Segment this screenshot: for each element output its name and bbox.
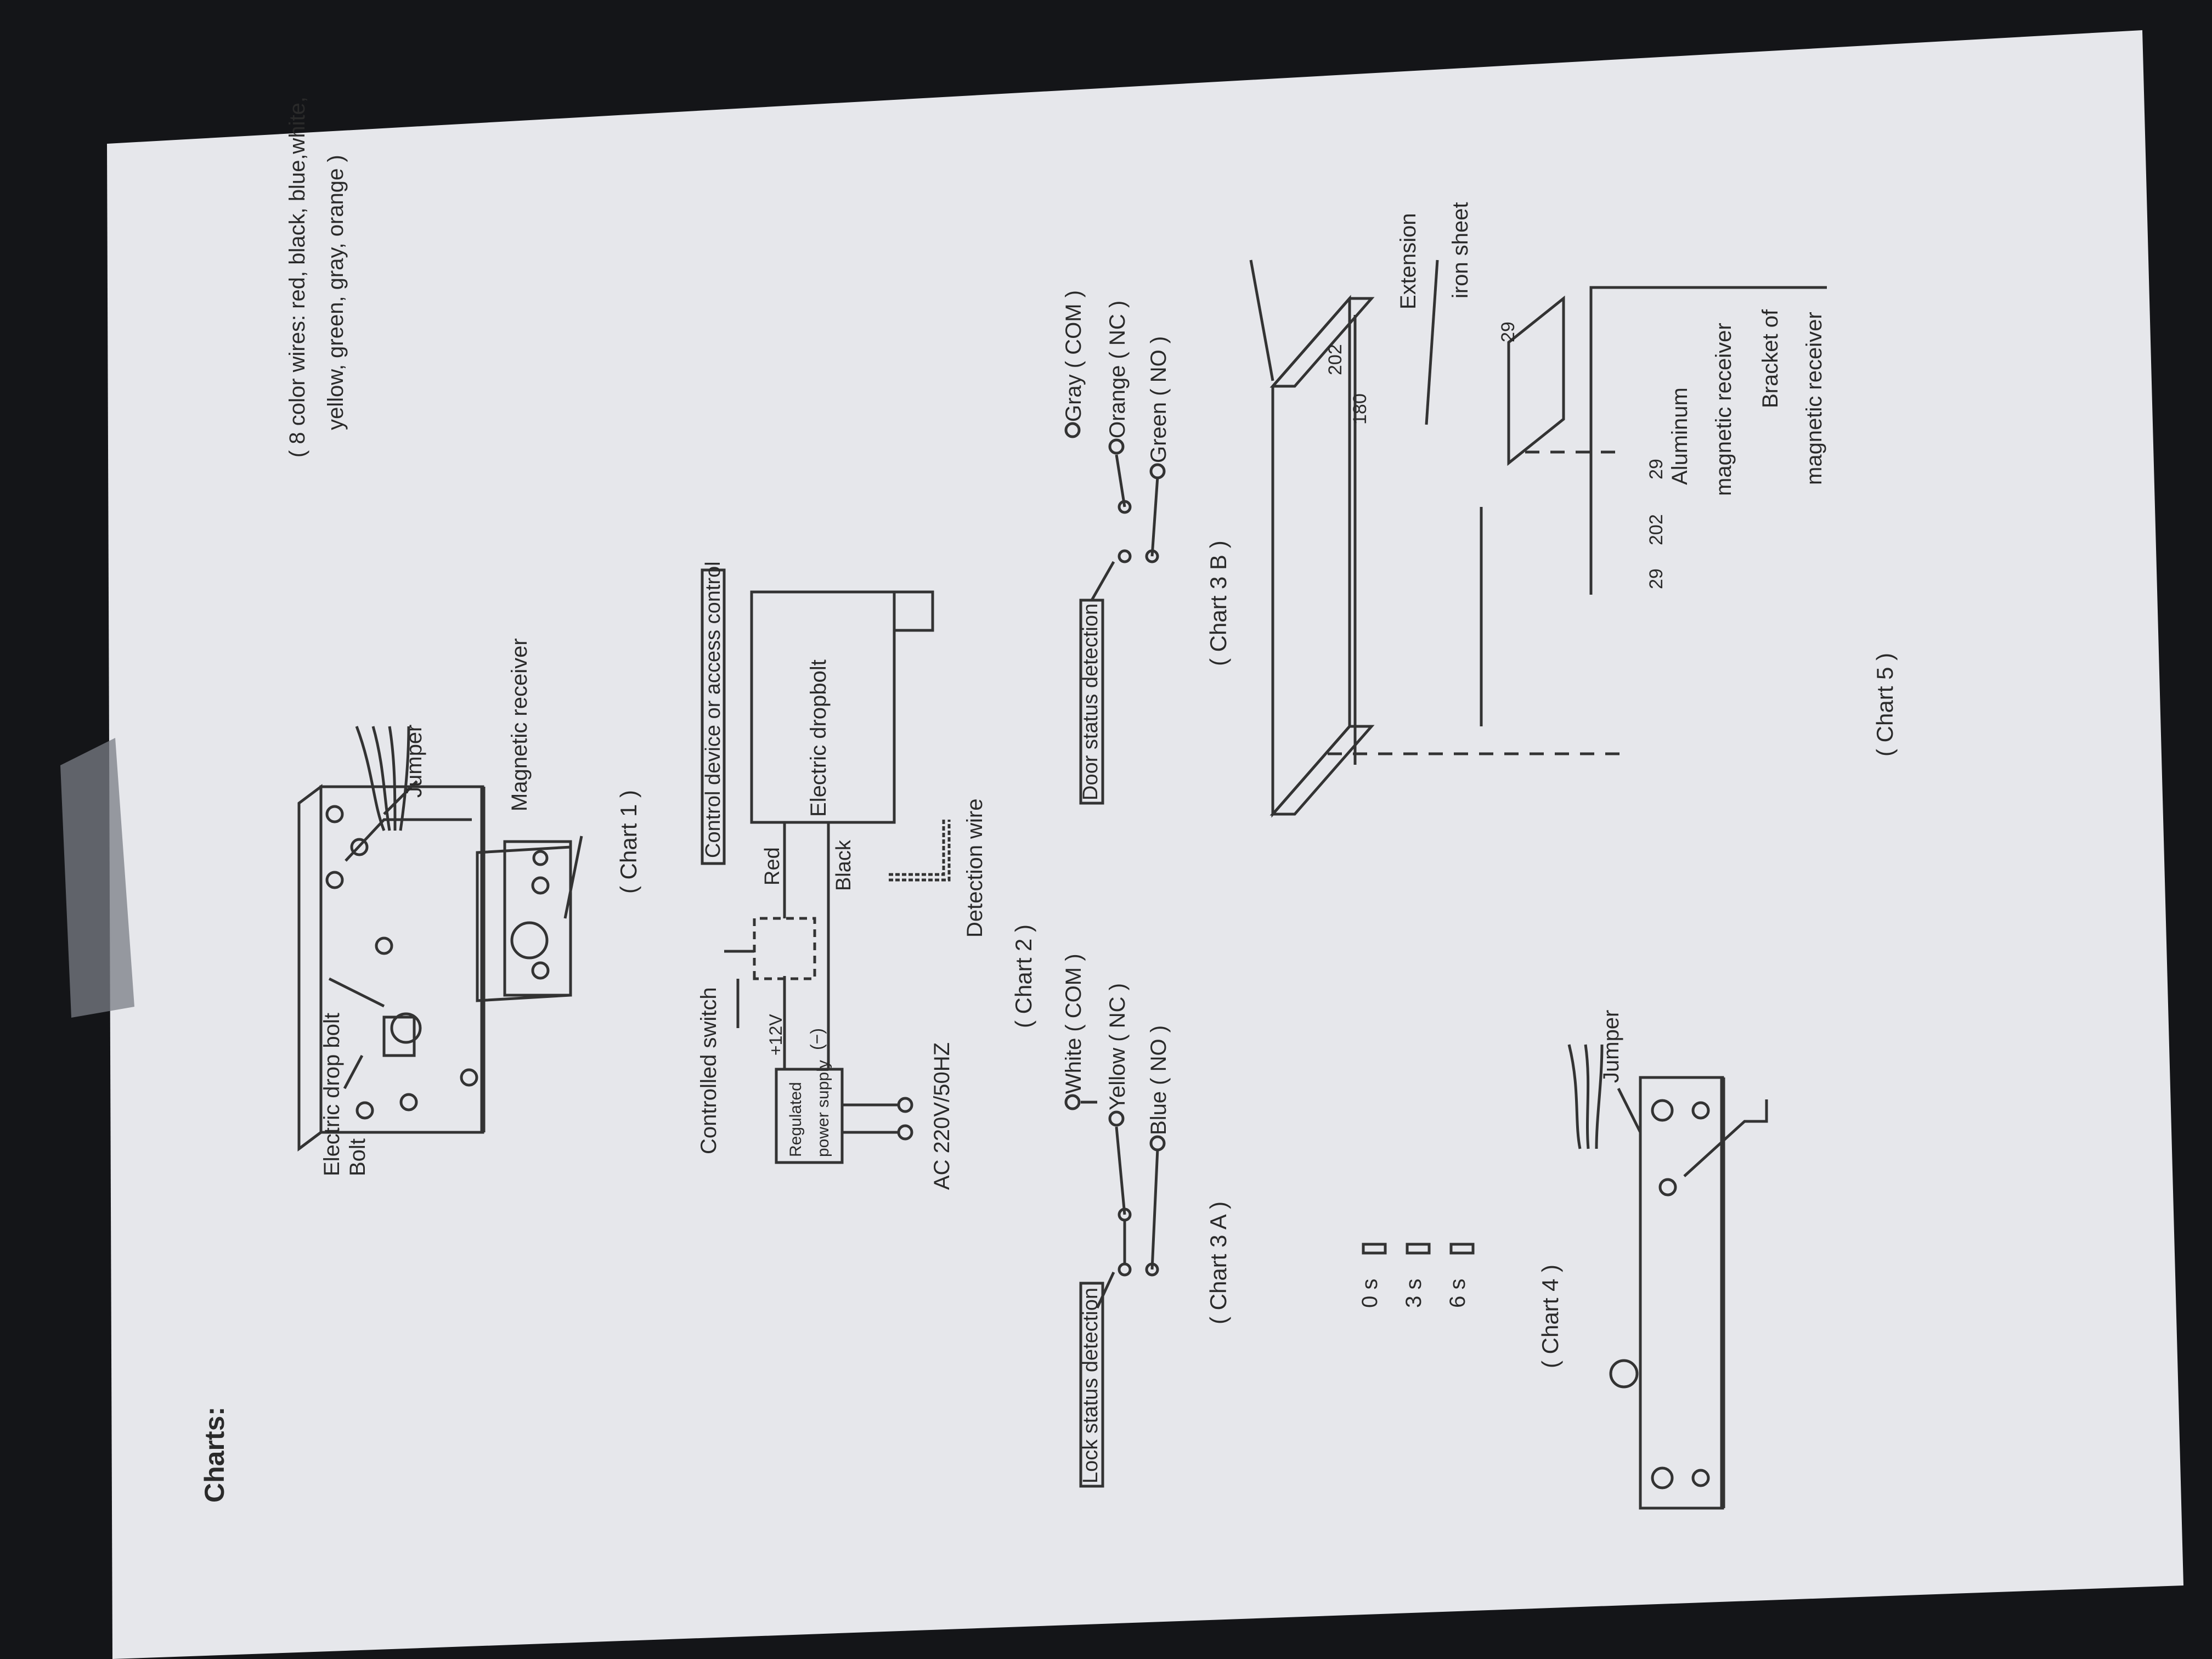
tape bbox=[60, 738, 134, 1018]
label-black: Black bbox=[832, 839, 855, 891]
label-lock-status: Lock status detection bbox=[1079, 1288, 1102, 1483]
power-supply-box bbox=[775, 1068, 844, 1164]
label-yellow-nc: Yellow ( NC ) bbox=[1105, 983, 1130, 1110]
dim-29-c: 29 bbox=[1498, 321, 1519, 342]
label-green-no: Green ( NO ) bbox=[1147, 336, 1171, 463]
label-plus12v: +12V bbox=[766, 1014, 786, 1056]
paper-sheet bbox=[107, 30, 2183, 1659]
caption-chart-3b: ( Chart 3 B ) bbox=[1205, 540, 1231, 666]
label-bracket: Bracket of bbox=[1758, 309, 1782, 408]
label-iron-sheet: iron sheet bbox=[1448, 202, 1472, 298]
label-detection-wire: Detection wire bbox=[963, 799, 987, 938]
rotated-content: Charts: bbox=[199, 97, 1898, 1510]
caption-chart-4: ( Chart 4 ) bbox=[1537, 1265, 1563, 1368]
label-control-device: Control device or access control bbox=[702, 561, 725, 858]
label-electric-dropbolt: Electric dropbolt bbox=[806, 659, 831, 817]
label-red: Red bbox=[761, 847, 784, 885]
label-minus: (−) bbox=[807, 1028, 827, 1050]
label-wires-line2: yellow, green, gray, orange ) bbox=[324, 155, 348, 430]
dim-180: 180 bbox=[1350, 393, 1370, 425]
control-device-box bbox=[701, 568, 726, 865]
caption-chart-5: ( Chart 5 ) bbox=[1872, 653, 1898, 757]
label-magnetic-receiver: Magnetic receiver bbox=[507, 638, 532, 811]
label-gray-com: Gray ( COM ) bbox=[1062, 290, 1086, 422]
label-regulated: Regulated bbox=[787, 1082, 805, 1157]
label-controlled-switch: Controlled switch bbox=[697, 987, 721, 1154]
chart-4: Jumper 0 s 3 s 6 s ( Chart 4 ) bbox=[1358, 1010, 1768, 1510]
chart-1: Electric drop bolt Bolt Jumper Magnetic … bbox=[285, 97, 641, 1176]
label-ac: AC 220V/50HZ bbox=[930, 1042, 954, 1190]
caption-chart-3a: ( Chart 3 A ) bbox=[1205, 1201, 1231, 1324]
chart-2: Controlled switch Control device or acce… bbox=[697, 561, 1036, 1190]
label-jumper-4: Jumper bbox=[1599, 1010, 1623, 1083]
dim-29-a: 29 bbox=[1646, 568, 1667, 589]
chart-5: 180 202 202 29 29 29 Extension iron shee… bbox=[1249, 202, 1898, 818]
label-bracket-receiver: magnetic receiver bbox=[1802, 312, 1826, 485]
label-0s: 0 s bbox=[1358, 1279, 1382, 1308]
label-power-supply: power supply bbox=[814, 1060, 832, 1157]
charts-heading: Charts: bbox=[199, 1407, 230, 1503]
label-bolt: Bolt bbox=[346, 1138, 370, 1176]
label-wires-line1: ( 8 color wires: red, black, blue,white, bbox=[285, 97, 309, 458]
label-6s: 6 s bbox=[1446, 1279, 1470, 1308]
label-blue-no: Blue ( NO ) bbox=[1147, 1025, 1171, 1135]
dim-202-b: 202 bbox=[1646, 514, 1667, 545]
chart-3a: Lock status detection White ( COM ) Yell… bbox=[1062, 953, 1231, 1488]
label-white-com: White ( COM ) bbox=[1062, 953, 1086, 1094]
label-extension: Extension bbox=[1396, 213, 1420, 309]
caption-chart-2: ( Chart 2 ) bbox=[1011, 924, 1036, 1028]
dim-202-a: 202 bbox=[1325, 344, 1346, 375]
label-aluminum-receiver: magnetic receiver bbox=[1712, 323, 1736, 496]
dropbolt-box bbox=[750, 590, 896, 824]
caption-chart-1: ( Chart 1 ) bbox=[616, 790, 641, 894]
dim-29-b: 29 bbox=[1646, 459, 1667, 479]
label-aluminum: Aluminum bbox=[1668, 387, 1692, 485]
label-door-status: Door status detection bbox=[1079, 603, 1102, 800]
chart-3b: Door status detection Gray ( COM ) Orang… bbox=[1062, 290, 1231, 805]
magnetic-receiver-drawing bbox=[476, 836, 583, 1002]
drop-bolt-drawing bbox=[297, 726, 486, 1152]
label-orange-nc: Orange ( NC ) bbox=[1105, 301, 1130, 438]
label-electric-drop-bolt: Electric drop bolt bbox=[320, 1013, 344, 1176]
label-jumper: Jumper bbox=[402, 725, 426, 798]
label-3s: 3 s bbox=[1402, 1279, 1426, 1308]
